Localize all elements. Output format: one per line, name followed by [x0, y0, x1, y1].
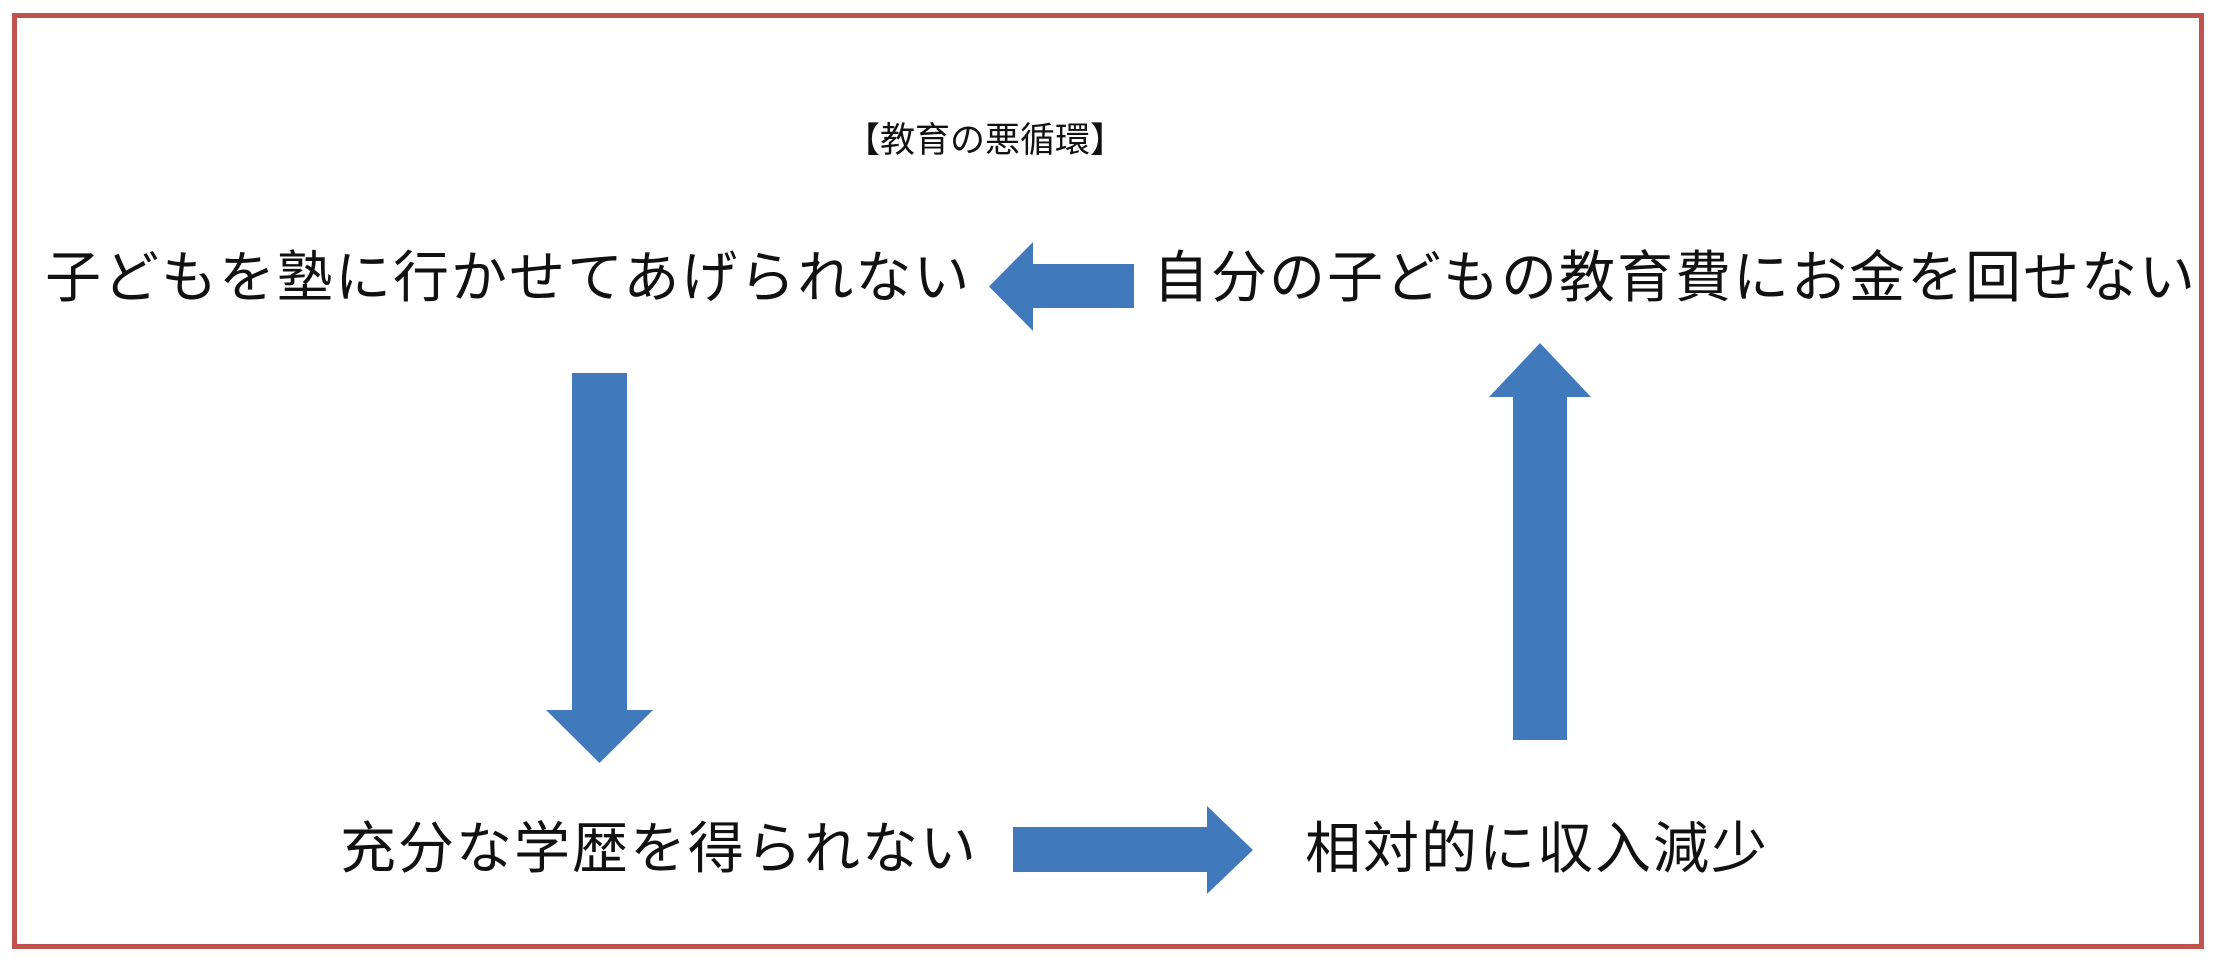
diagram-border — [12, 13, 2204, 949]
node-relative-income-decrease: 相対的に収入減少 — [1305, 817, 1769, 880]
node-cannot-get-sufficient-education: 充分な学歴を得られない — [340, 817, 978, 880]
node-cannot-send-kids-to-cram-school: 子どもを塾に行かせてあげられない — [45, 246, 972, 309]
arrow-up-icon — [1489, 343, 1591, 740]
arrow-left-icon — [989, 242, 1134, 331]
node-cannot-spend-money-on-education: 自分の子どもの教育費にお金を回せない — [1153, 246, 2197, 309]
arrow-down-icon — [546, 373, 653, 763]
diagram-title: 【教育の悪循環】 — [845, 121, 1126, 160]
arrow-right-icon — [1013, 806, 1253, 894]
